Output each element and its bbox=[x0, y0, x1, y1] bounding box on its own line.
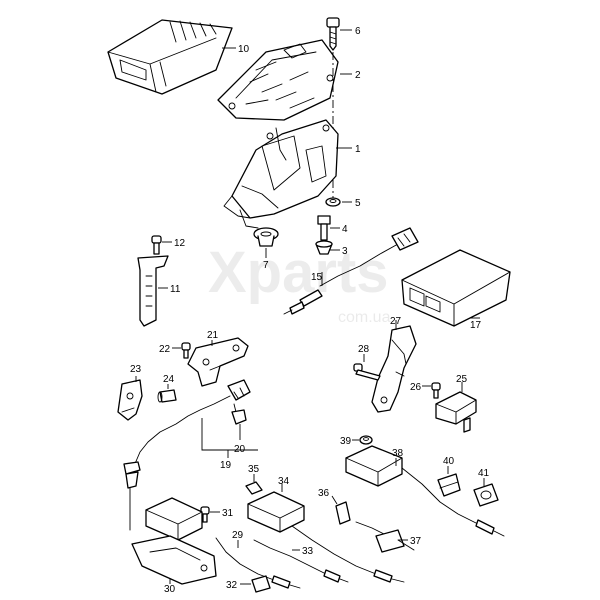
part-11-bracket[interactable] bbox=[137, 255, 169, 327]
part-5-nut[interactable] bbox=[325, 197, 341, 207]
part-17-control-module[interactable] bbox=[401, 249, 511, 327]
callout-3[interactable]: 3 bbox=[342, 246, 348, 257]
part-12-screw[interactable] bbox=[151, 235, 162, 255]
callout-7[interactable]: 7 bbox=[263, 260, 269, 271]
part-15-sensor[interactable] bbox=[283, 227, 419, 315]
part-25-pressure-sensor[interactable] bbox=[435, 391, 477, 433]
part-2-cover[interactable] bbox=[217, 39, 339, 121]
part-4-bolt[interactable] bbox=[317, 215, 331, 241]
callout-5[interactable]: 5 bbox=[355, 198, 361, 209]
part-19-sensor-harness[interactable] bbox=[123, 395, 247, 531]
callout-25[interactable]: 25 bbox=[456, 374, 468, 385]
part-26-screw[interactable] bbox=[431, 382, 441, 399]
part-20-connector[interactable] bbox=[227, 379, 251, 401]
callout-20[interactable]: 20 bbox=[234, 444, 246, 455]
callout-23[interactable]: 23 bbox=[130, 364, 142, 375]
part-28-screw[interactable] bbox=[353, 363, 381, 381]
callout-21[interactable]: 21 bbox=[207, 330, 219, 341]
callout-6[interactable]: 6 bbox=[355, 26, 361, 37]
part-7-rubber-mount[interactable] bbox=[253, 227, 279, 247]
callout-39[interactable]: 39 bbox=[340, 436, 352, 447]
callout-15[interactable]: 15 bbox=[311, 272, 323, 283]
part-29-sensor[interactable] bbox=[215, 537, 301, 589]
part-39-nut[interactable] bbox=[359, 435, 373, 445]
part-10-control-unit[interactable] bbox=[107, 19, 233, 95]
part-23-bracket[interactable] bbox=[117, 379, 143, 421]
callout-10[interactable]: 10 bbox=[238, 44, 250, 55]
watermark-domain: com.ua bbox=[338, 309, 391, 326]
part-40-clip[interactable] bbox=[437, 473, 461, 497]
callout-17[interactable]: 17 bbox=[470, 320, 482, 331]
callout-34[interactable]: 34 bbox=[278, 476, 290, 487]
callout-28[interactable]: 28 bbox=[358, 344, 370, 355]
callout-38[interactable]: 38 bbox=[392, 448, 404, 459]
part-38-module[interactable] bbox=[345, 445, 505, 537]
part-30-module[interactable] bbox=[131, 497, 217, 585]
part-33-sensor[interactable] bbox=[253, 539, 349, 583]
callout-35[interactable]: 35 bbox=[248, 464, 260, 475]
callout-37[interactable]: 37 bbox=[410, 536, 422, 547]
callout-19-bracket bbox=[201, 418, 258, 458]
part-3-grommet[interactable] bbox=[315, 240, 333, 255]
part-31-screw[interactable] bbox=[200, 506, 210, 523]
callout-36[interactable]: 36 bbox=[318, 488, 330, 499]
part-41-holder[interactable] bbox=[473, 483, 499, 507]
callout-1[interactable]: 1 bbox=[355, 144, 361, 155]
callout-30[interactable]: 30 bbox=[164, 584, 176, 595]
callout-40[interactable]: 40 bbox=[443, 456, 455, 467]
callout-41[interactable]: 41 bbox=[478, 468, 490, 479]
part-32-connector[interactable] bbox=[251, 575, 271, 593]
callout-12[interactable]: 12 bbox=[174, 238, 186, 249]
part-24-sleeve[interactable] bbox=[157, 389, 177, 403]
part-37-connector[interactable] bbox=[355, 521, 415, 553]
callout-32[interactable]: 32 bbox=[226, 580, 238, 591]
callout-11[interactable]: 11 bbox=[170, 284, 181, 295]
part-1-housing[interactable] bbox=[223, 119, 339, 229]
part-34-module[interactable] bbox=[247, 491, 405, 583]
part-22-screw[interactable] bbox=[181, 342, 191, 359]
callout-31[interactable]: 31 bbox=[222, 508, 234, 519]
part-21-bracket[interactable] bbox=[187, 337, 249, 387]
callout-27[interactable]: 27 bbox=[390, 316, 402, 327]
part-35-nut[interactable] bbox=[245, 481, 263, 495]
callout-29[interactable]: 29 bbox=[232, 530, 244, 541]
watermark-brand: Xparts bbox=[208, 240, 389, 305]
callout-19[interactable]: 19 bbox=[220, 460, 232, 471]
callout-22[interactable]: 22 bbox=[159, 344, 171, 355]
part-27-bracket[interactable] bbox=[371, 325, 417, 413]
callout-33[interactable]: 33 bbox=[302, 546, 314, 557]
callout-26[interactable]: 26 bbox=[410, 382, 422, 393]
part-6-screw[interactable] bbox=[326, 17, 340, 51]
callout-4[interactable]: 4 bbox=[342, 224, 348, 235]
callout-24[interactable]: 24 bbox=[163, 374, 175, 385]
callout-2[interactable]: 2 bbox=[355, 70, 361, 81]
part-36-clip[interactable] bbox=[335, 501, 351, 525]
